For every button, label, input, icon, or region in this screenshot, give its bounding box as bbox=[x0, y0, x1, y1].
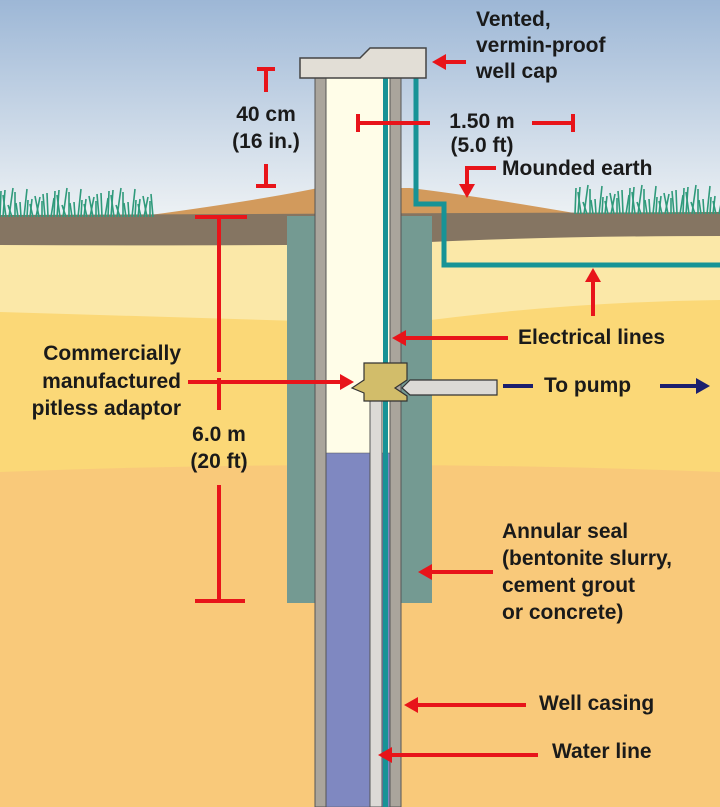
label-seal-3: cement grout bbox=[502, 574, 635, 597]
label-cap-2: vermin-proof bbox=[476, 34, 607, 57]
label-to-pump: To pump bbox=[544, 374, 631, 397]
label-cap-3: well cap bbox=[475, 60, 558, 83]
arrow-electrical-up bbox=[585, 268, 601, 316]
label-seal-4: or concrete) bbox=[502, 601, 623, 624]
label-water-line: Water line bbox=[552, 740, 652, 763]
arrow-casing bbox=[404, 697, 526, 713]
label-electrical: Electrical lines bbox=[518, 326, 665, 349]
label-seal-1: Annular seal bbox=[502, 520, 628, 543]
label-height-1: 40 cm bbox=[236, 103, 296, 126]
pump-pipe bbox=[401, 379, 498, 396]
well-cap bbox=[299, 47, 427, 79]
arrow-mounded bbox=[459, 166, 496, 198]
label-depth-2: (20 ft) bbox=[190, 450, 247, 473]
grass-left bbox=[0, 187, 154, 218]
arrow-cap bbox=[432, 54, 466, 70]
label-adaptor-1: Commercially bbox=[43, 342, 181, 365]
water-line-pipe bbox=[369, 399, 383, 807]
grass-right bbox=[574, 184, 720, 215]
arrow-adaptor bbox=[188, 374, 354, 390]
label-adaptor-2: manufactured bbox=[42, 370, 181, 393]
label-seal-2: (bentonite slurry, bbox=[502, 547, 672, 570]
label-depth-1: 6.0 m bbox=[192, 423, 246, 446]
label-distance-1: 1.50 m bbox=[449, 110, 514, 133]
arrow-to-pump-right bbox=[660, 378, 710, 394]
dimension-40cm bbox=[256, 67, 276, 188]
well-casing-right bbox=[389, 73, 402, 807]
label-adaptor-3: pitless adaptor bbox=[32, 397, 181, 420]
label-height-2: (16 in.) bbox=[232, 130, 300, 153]
label-distance-2: (5.0 ft) bbox=[451, 134, 514, 157]
electrical-line-outer bbox=[413, 78, 720, 268]
arrow-electrical-left bbox=[392, 330, 508, 346]
electrical-line-inner bbox=[383, 78, 388, 807]
dimension-1-5m bbox=[356, 114, 575, 132]
arrow-water-line bbox=[378, 747, 538, 763]
label-casing: Well casing bbox=[539, 692, 654, 715]
label-cap-1: Vented, bbox=[476, 8, 551, 31]
pitless-adaptor bbox=[350, 362, 408, 402]
label-mounded: Mounded earth bbox=[502, 157, 653, 180]
well-casing-left bbox=[314, 73, 327, 807]
arrow-seal bbox=[418, 564, 493, 580]
